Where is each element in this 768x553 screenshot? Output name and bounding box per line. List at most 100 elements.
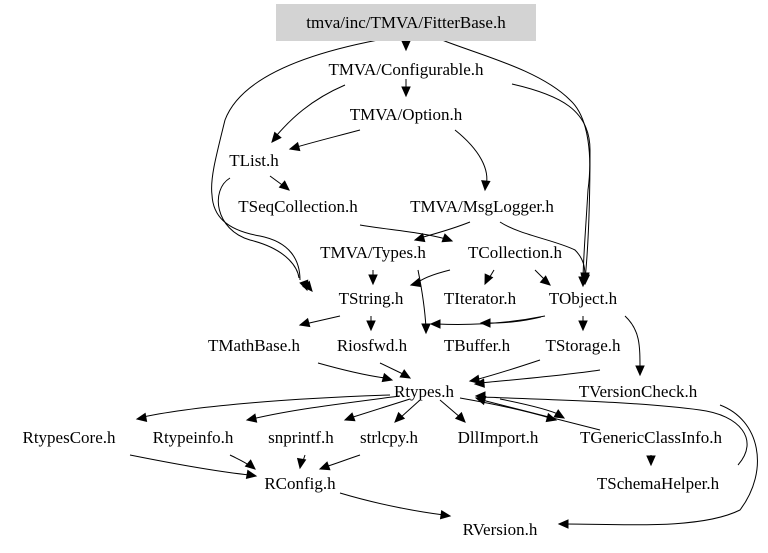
- dependency-edge: [296, 129, 361, 148]
- edge-arrowhead: [366, 320, 376, 332]
- dependency-edge: [324, 454, 361, 468]
- dependency-edge: [474, 359, 541, 381]
- graph-node-rversion[interactable]: RVersion.h: [463, 520, 538, 539]
- dependency-edge: [399, 399, 421, 419]
- dependency-edge: [459, 397, 551, 419]
- edge-arrowhead: [481, 180, 491, 192]
- edge-arrowhead: [244, 459, 256, 470]
- graph-node-configurable[interactable]: TMVA/Configurable.h: [328, 60, 484, 79]
- node-label: TMVA/Option.h: [350, 105, 463, 124]
- graph-node-rtypeinfo[interactable]: Rtypeinfo.h: [153, 428, 234, 447]
- graph-node-fitterbase[interactable]: tmva/inc/TMVA/FitterBase.h: [276, 4, 536, 41]
- graph-node-strlcpy[interactable]: strlcpy.h: [360, 428, 418, 447]
- dependency-edge: [142, 394, 391, 418]
- dependency-edge: [276, 84, 346, 136]
- edge-arrowhead: [399, 369, 412, 379]
- graph-node-tversioncheck[interactable]: TVersionCheck.h: [579, 382, 698, 401]
- dependency-edge: [486, 316, 542, 324]
- edge-arrowhead: [298, 317, 311, 328]
- graph-node-types[interactable]: TMVA/Types.h: [320, 243, 426, 262]
- edge-arrowhead: [441, 233, 454, 243]
- edge-arrowhead: [271, 131, 282, 143]
- edge-arrowhead: [343, 412, 356, 422]
- dependency-edge: [624, 315, 641, 371]
- edge-arrowhead: [245, 469, 258, 480]
- graph-node-snprintf[interactable]: snprintf.h: [268, 428, 334, 447]
- graph-node-riosfwd[interactable]: Riosfwd.h: [337, 336, 408, 355]
- graph-node-rtypescore[interactable]: RtypesCore.h: [22, 428, 116, 447]
- edges-layer: [129, 39, 758, 529]
- node-label: TStorage.h: [545, 336, 621, 355]
- node-label: TMVA/MsgLogger.h: [410, 197, 554, 216]
- graph-node-tbuffer[interactable]: TBuffer.h: [444, 336, 511, 355]
- edge-arrowhead: [479, 318, 491, 328]
- dependency-edge: [439, 399, 462, 419]
- node-label: TMathBase.h: [208, 336, 301, 355]
- dependency-edge: [317, 362, 386, 379]
- edge-arrowhead: [429, 319, 441, 329]
- node-label: Rtypeinfo.h: [153, 428, 234, 447]
- node-label: RConfig.h: [264, 474, 336, 493]
- dependency-edge: [349, 398, 411, 419]
- edge-arrowhead: [539, 275, 551, 286]
- edge-arrowhead: [557, 519, 569, 529]
- edge-arrowhead: [454, 411, 466, 423]
- graph-node-rtypes[interactable]: Rtypes.h: [394, 382, 454, 401]
- edge-arrowhead: [288, 141, 301, 152]
- graph-node-tschemahelper[interactable]: TSchemaHelper.h: [597, 474, 720, 493]
- node-label: TString.h: [339, 289, 404, 308]
- dependency-edge: [564, 404, 758, 526]
- root-node-box: [276, 4, 536, 41]
- node-label: strlcpy.h: [360, 428, 418, 447]
- node-label: TSeqCollection.h: [238, 197, 358, 216]
- dependency-edge: [251, 395, 401, 420]
- graph-node-titerator[interactable]: TIterator.h: [444, 289, 517, 308]
- graph-node-tmathbase[interactable]: TMathBase.h: [208, 336, 301, 355]
- node-label: TCollection.h: [468, 243, 562, 262]
- graph-node-tobject[interactable]: TObject.h: [549, 289, 618, 308]
- edge-arrowhead: [484, 273, 494, 286]
- dependency-edge: [454, 129, 488, 187]
- edge-arrowhead: [439, 509, 452, 520]
- graph-node-tseqcollection[interactable]: TSeqCollection.h: [238, 197, 358, 216]
- node-label: Rtypes.h: [394, 382, 454, 401]
- graph-node-tgenericclassinfo[interactable]: TGenericClassInfo.h: [580, 428, 723, 447]
- dependency-edge: [415, 269, 451, 285]
- dependency-edge: [217, 177, 300, 279]
- edge-arrowhead: [468, 374, 481, 385]
- edge-arrowhead: [473, 378, 485, 388]
- edge-arrowhead: [474, 395, 487, 406]
- node-label: TGenericClassInfo.h: [580, 428, 723, 447]
- graph-node-tcollection[interactable]: TCollection.h: [468, 243, 562, 262]
- edge-arrowhead: [553, 409, 566, 419]
- node-label: TIterator.h: [444, 289, 517, 308]
- node-label: TSchemaHelper.h: [597, 474, 720, 493]
- node-label: RVersion.h: [463, 520, 538, 539]
- graph-node-tlist[interactable]: TList.h: [229, 151, 279, 170]
- node-label: TObject.h: [549, 289, 618, 308]
- dependency-edge: [129, 454, 251, 476]
- node-label: TList.h: [229, 151, 279, 170]
- node-label: RtypesCore.h: [22, 428, 116, 447]
- dependency-edge: [211, 39, 379, 281]
- edge-arrowhead: [368, 274, 378, 286]
- node-label: TMVA/Configurable.h: [328, 60, 484, 79]
- node-label: TMVA/Types.h: [320, 243, 426, 262]
- graph-node-tstorage[interactable]: TStorage.h: [545, 336, 621, 355]
- graph-node-tstring[interactable]: TString.h: [339, 289, 404, 308]
- dependency-edge: [481, 396, 748, 466]
- edge-arrowhead: [296, 457, 307, 470]
- dependency-edge: [304, 315, 341, 325]
- graph-node-rconfig[interactable]: RConfig.h: [264, 474, 336, 493]
- node-label: snprintf.h: [268, 428, 334, 447]
- edge-arrowhead: [394, 411, 406, 423]
- graph-node-dllimport[interactable]: DllImport.h: [458, 428, 539, 447]
- dependency-edge: [511, 83, 591, 281]
- edge-arrowhead: [318, 461, 331, 471]
- graph-node-option[interactable]: TMVA/Option.h: [350, 105, 463, 124]
- edge-arrowhead: [578, 320, 588, 332]
- edge-arrowhead: [580, 272, 590, 284]
- node-label: TBuffer.h: [444, 336, 511, 355]
- graph-node-msglogger[interactable]: TMVA/MsgLogger.h: [410, 197, 554, 216]
